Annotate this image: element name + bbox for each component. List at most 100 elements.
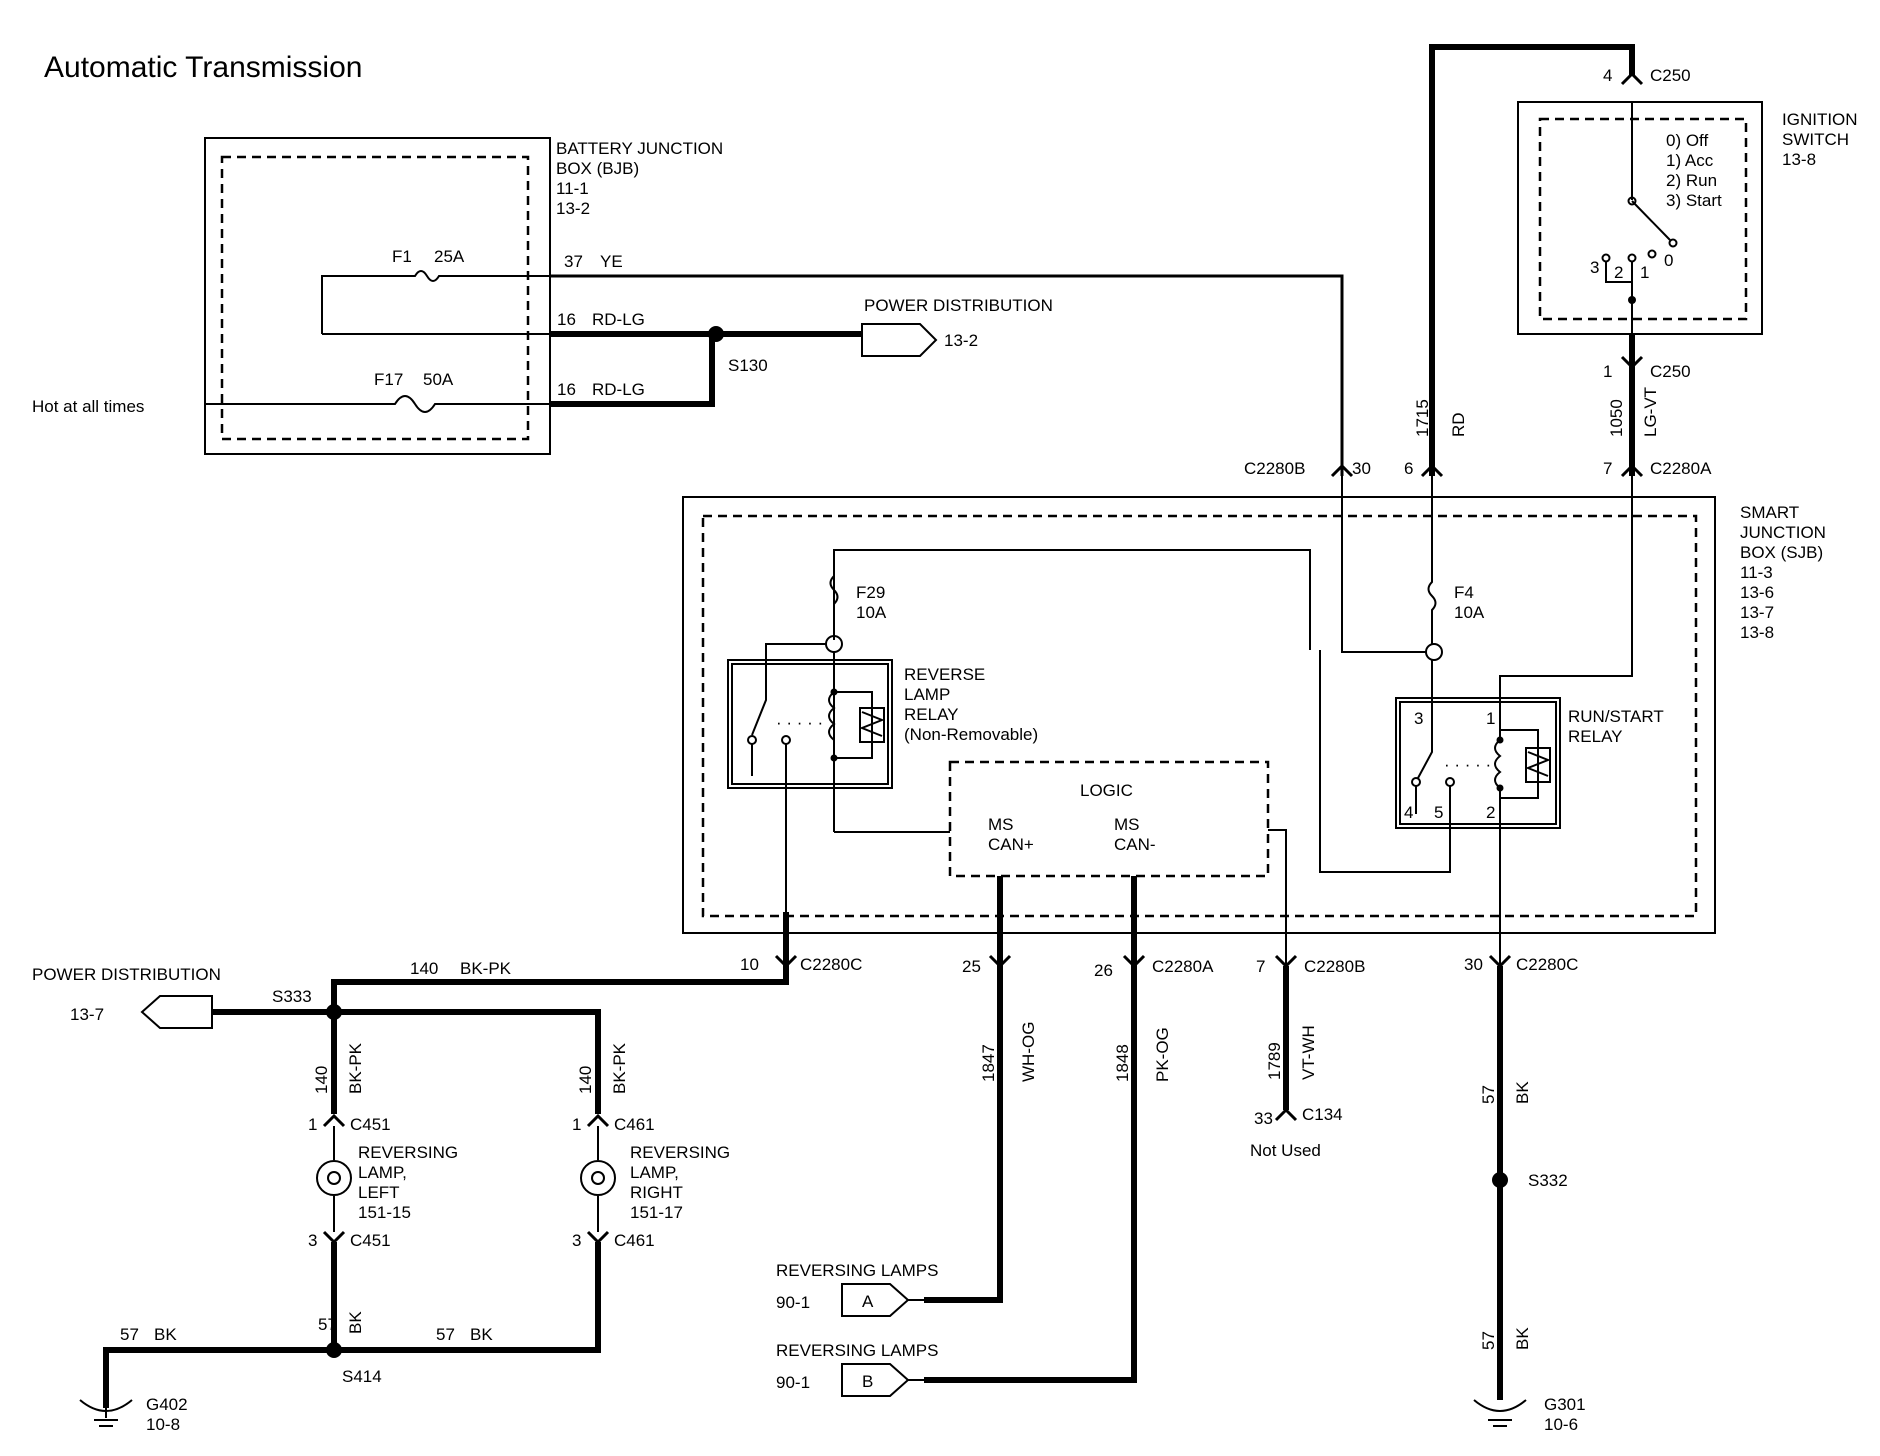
wire-57c-number: 57 [120,1325,139,1344]
rs-pin-3: 3 [1414,709,1423,728]
fuse-f1-label: F1 [392,247,412,266]
splice-s333-label: S333 [272,987,312,1006]
c2280b-top-pin: 30 [1352,459,1371,478]
c2280b-top-label: C2280B [1244,459,1305,478]
ignition-terminal-2: 2 [1614,263,1623,282]
ignition-ref: 13-8 [1782,150,1816,169]
wire-57b-number: 57 [436,1325,455,1344]
rev-lamps-b-label: REVERSING LAMPS [776,1341,939,1360]
splice-s332-dot [1492,1172,1508,1188]
ground-g402: G402 10-8 [79,1395,188,1434]
fuse-f17-rating: 50A [423,370,454,389]
reversing-lamp-right: 140 BK-PK 1 C461 REVERSING LAMP, RIGHT 1… [572,1042,730,1250]
not-used-label: Not Used [1250,1141,1321,1160]
reverse-relay-label-4: (Non-Removable) [904,725,1038,744]
fuse-f17: F17 50A [205,370,550,413]
lamp-left-label-1: REVERSING [358,1143,458,1162]
c2280c-right-pin: 30 [1464,955,1483,974]
wire-16-rd-lg: 16 RD-LG 16 RD-LG S130 [550,310,862,407]
logic-can-minus: CAN- [1114,835,1156,854]
c461-top-pin: 1 [572,1115,581,1134]
fuse-f29-label: F29 [856,583,885,602]
fuse-f1: F1 25A [321,247,550,335]
c2280a-bot-pin: 26 [1094,961,1113,980]
c250-top-pin: 4 [1603,66,1612,85]
sjb-ref-1: 11-3 [1740,563,1773,582]
wire-37-number: 37 [564,252,583,271]
wire-1848-number: 1848 [1113,1044,1132,1082]
wire-57c-color: BK [154,1325,177,1344]
lamp-right-bulb [580,1160,616,1196]
c2280a-top-pin: 7 [1603,459,1612,478]
c2280c-left-label: C2280C [800,955,862,974]
ignition-pos-acc: 1) Acc [1666,151,1714,170]
run-start-relay-label-2: RELAY [1568,727,1623,746]
wire-16b-color: RD-LG [592,380,645,399]
power-dist-top-label: POWER DISTRIBUTION [864,296,1053,315]
c250-bot-pin: 1 [1603,362,1612,381]
c2280a-bot-label: C2280A [1152,957,1214,976]
wire-16b-number: 16 [557,380,576,399]
reverse-lamp-relay: · · · · · REVERSE LAMP RELAY (Non-Remova… [727,643,1038,966]
c250-bot-label: C250 [1650,362,1691,381]
sjb-label-3: BOX (SJB) [1740,543,1823,562]
ignition-pos-start: 3) Start [1666,191,1722,210]
reversing-lamps-a: A REVERSING LAMPS 90-1 [776,1261,939,1317]
c451-top-pin: 1 [308,1115,317,1134]
rev-lamps-a-ref: 90-1 [776,1293,810,1312]
reverse-relay-label-3: RELAY [904,705,959,724]
ignition-label-2: SWITCH [1782,130,1849,149]
splice-s332-label: S332 [1528,1171,1568,1190]
lamp-right-ref: 151-17 [630,1203,683,1222]
c2280b-bot-pin: 7 [1256,957,1265,976]
bjb-label-2: BOX (BJB) [556,159,639,178]
c451-bot-pin: 3 [308,1231,317,1250]
wire-57a-color: BK [346,1311,365,1334]
wire-57-bk-right: S332 57 BK 57 BK [1479,966,1568,1400]
sjb-ref-4: 13-8 [1740,623,1774,642]
fuse-f4-label: F4 [1454,583,1474,602]
smart-junction-box: SMART JUNCTION BOX (SJB) 11-3 13-6 13-7 … [682,496,1826,934]
splice-s414-label: S414 [342,1367,382,1386]
wire-1848-pk-og: 1848 PK-OG [924,876,1172,1383]
ignition-pos-run: 2) Run [1666,171,1717,190]
c2280c-right-label: C2280C [1516,955,1578,974]
ignition-terminal-3: 3 [1590,258,1599,277]
bjb-ref-1: 11-1 [556,179,589,198]
rs-pin-4: 4 [1404,803,1413,822]
wire-140-bk-pk: 140 BK-PK S333 [212,912,789,1114]
c451-top-label: C451 [350,1115,391,1134]
wire-1789-color: VT-WH [1299,1025,1318,1080]
c250-top-label: C250 [1650,66,1691,85]
wire-57d-number: 57 [1479,1085,1498,1104]
wire-57e-color: BK [1513,1327,1532,1350]
c2280a-top-label: C2280A [1650,459,1712,478]
fuse-f4-rating: 10A [1454,603,1485,622]
wire-1848-color: PK-OG [1153,1027,1172,1082]
ignition-terminal-1: 1 [1640,263,1649,282]
rev-lamps-a-letter: A [862,1292,874,1311]
logic-title: LOGIC [1080,781,1133,800]
ignition-switch: IGNITION SWITCH 13-8 0) Off 1) Acc 2) Ru… [1517,101,1858,335]
wire-1715-color: RD [1449,412,1468,437]
relay-dots: · · · · · [776,713,823,732]
ground-g301: G301 10-6 [1473,1395,1586,1434]
wire-1050-number: 1050 [1607,399,1626,437]
diagram-title: Automatic Transmission [44,51,362,84]
c2280b-bot-label: C2280B [1304,957,1365,976]
wire-37-color: YE [600,252,623,271]
reverse-relay-label-2: LAMP [904,685,950,704]
power-distribution-left: POWER DISTRIBUTION 13-7 [32,965,221,1029]
c461-bot-label: C461 [614,1231,655,1250]
wire-140-number: 140 [410,959,438,978]
ignition-pos-off: 0) Off [1666,131,1708,150]
bjb-label-1: BATTERY JUNCTION [556,139,723,158]
c461-top-label: C461 [614,1115,655,1134]
lamp-right-label-2: LAMP, [630,1163,679,1182]
logic-ms-1: MS [988,815,1014,834]
splice-s130-label: S130 [728,356,768,375]
fuse-f17-label: F17 [374,370,403,389]
c451-bot-label: C451 [350,1231,391,1250]
g301-label: G301 [1544,1395,1586,1414]
